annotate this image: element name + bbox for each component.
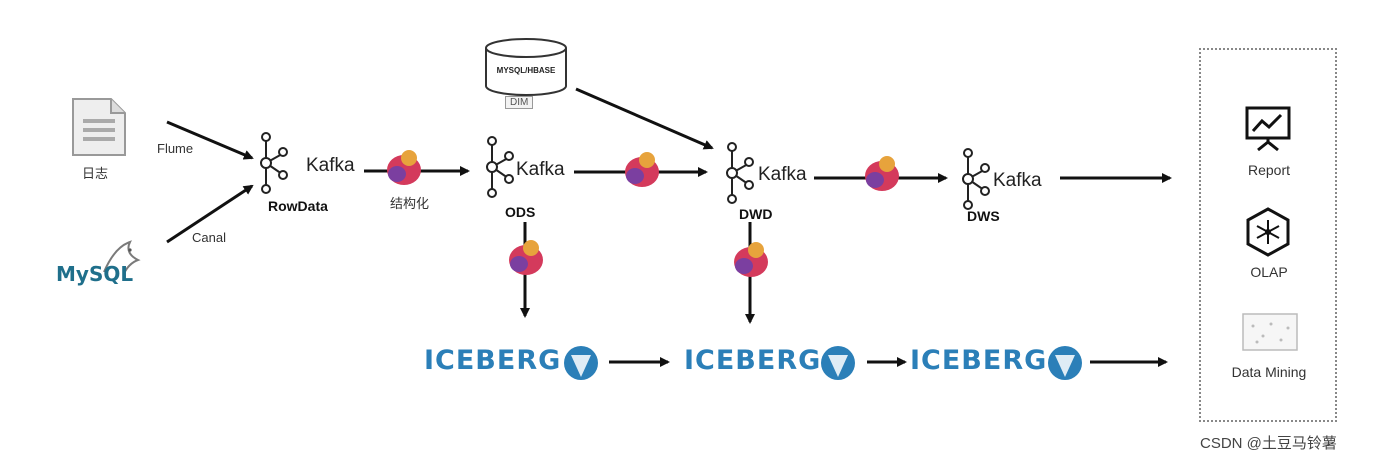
flink-icon	[865, 156, 899, 191]
dim-tag: DIM	[505, 96, 534, 109]
kafka-label-dwd: Kafka	[758, 164, 807, 185]
rowdata-label: RowData	[268, 198, 328, 214]
kafka-node-icon	[962, 148, 990, 210]
arrow-log-to-rowdata	[166, 120, 254, 160]
canal-label: Canal	[192, 230, 226, 245]
kafka-node-icon	[486, 136, 514, 198]
mysql-logo: MySQL	[56, 262, 134, 286]
iceberg-logo-dws: ICEBERG	[910, 345, 1048, 376]
kafka-label-rowdata: Kafka	[306, 155, 355, 176]
structuring-label: 结构化	[390, 196, 430, 211]
flink-icon	[387, 150, 421, 185]
iceberg-globe-icon	[564, 346, 598, 380]
database-icon	[485, 38, 567, 96]
kafka-label-ods: Kafka	[516, 159, 565, 180]
iceberg-globe-icon	[1048, 346, 1082, 380]
iceberg-logo-dwd: ICEBERG	[684, 345, 822, 376]
log-label: 日志	[82, 166, 109, 181]
data-mining-label: Data Mining	[1231, 364, 1307, 380]
iceberg-globe-icon	[821, 346, 855, 380]
arrow-dim-to-dwd	[575, 87, 714, 150]
kafka-label-dws: Kafka	[993, 170, 1042, 191]
flink-icon	[625, 152, 659, 187]
flume-label: Flume	[157, 141, 194, 156]
arrow-mysql-to-rowdata	[166, 184, 254, 244]
iceberg-logo-ods: ICEBERG	[424, 345, 562, 376]
report-label: Report	[1247, 162, 1291, 178]
dws-label: DWS	[967, 208, 1000, 224]
flink-icon	[509, 240, 543, 275]
ods-label: ODS	[505, 204, 536, 220]
mysql-dolphin-icon	[103, 240, 141, 275]
olap-label: OLAP	[1250, 264, 1288, 280]
kafka-node-icon	[260, 132, 288, 194]
olap-icon	[1246, 207, 1290, 257]
csdn-watermark: CSDN @土豆马铃薯	[1200, 435, 1337, 452]
dim-db-label: MYSQL/HBASE	[496, 66, 556, 75]
log-file-icon	[72, 98, 126, 156]
dwd-label: DWD	[739, 206, 773, 222]
flink-icon	[734, 242, 768, 277]
data-mining-icon	[1242, 313, 1298, 351]
report-icon	[1245, 106, 1291, 152]
kafka-node-icon	[726, 142, 754, 204]
outputs-panel	[1199, 48, 1337, 422]
